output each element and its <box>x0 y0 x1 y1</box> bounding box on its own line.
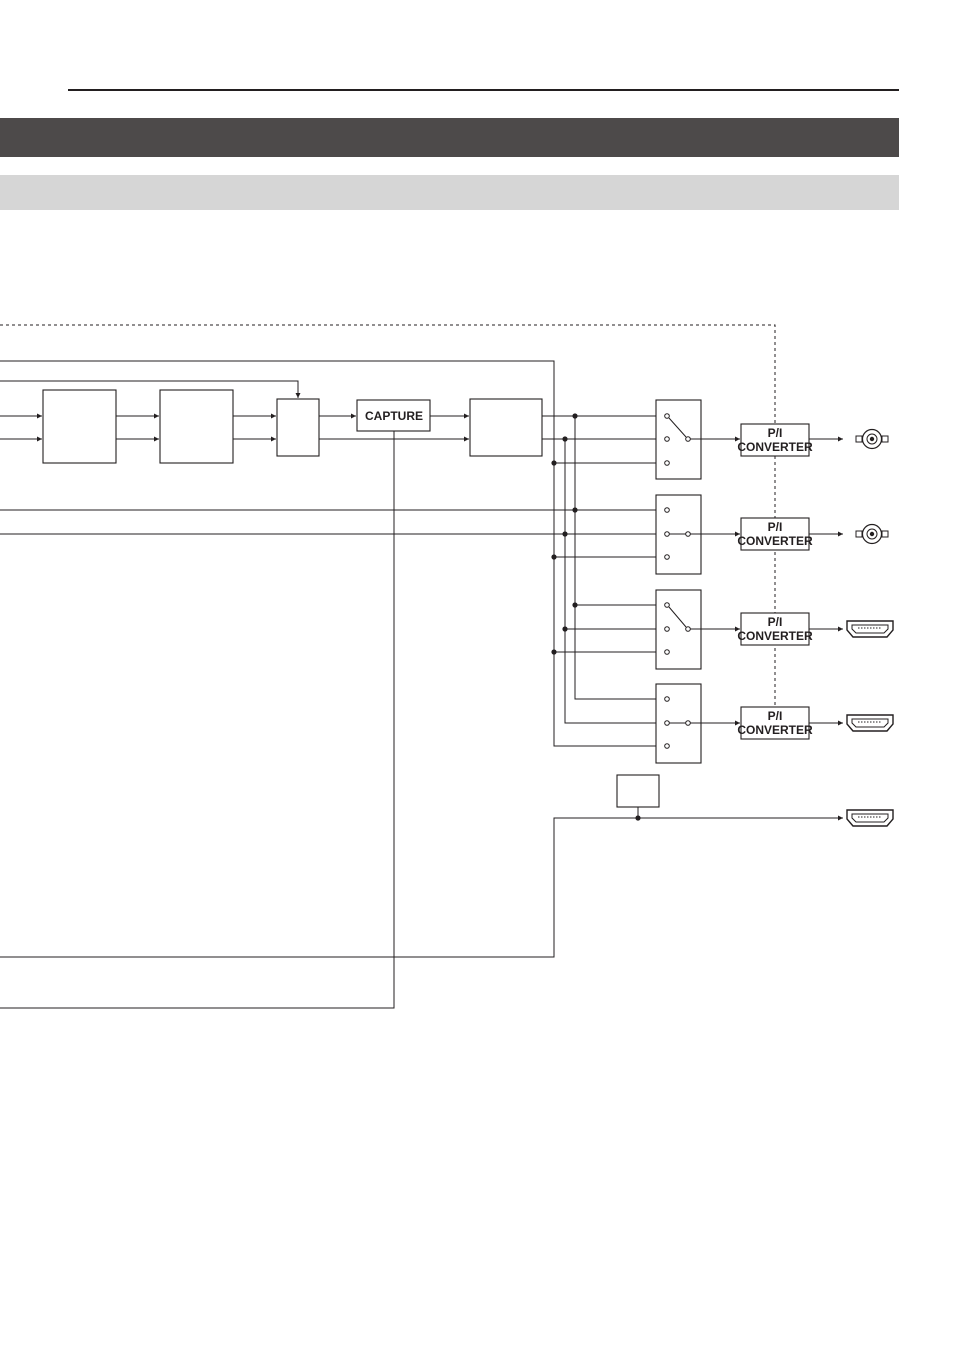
junction-dot <box>551 460 557 466</box>
bus-vertical-2 <box>564 439 665 724</box>
svg-text:P/I: P/I <box>768 615 783 629</box>
switch-1-contact <box>668 417 687 438</box>
capture-return-line <box>0 431 395 1009</box>
junction-dot <box>562 531 568 537</box>
capture-label: CAPTURE <box>365 409 423 423</box>
processing-block-2 <box>159 389 234 464</box>
junction-dot <box>551 649 557 655</box>
feedback-line <box>0 380 301 398</box>
pi-converter-3: P/I CONVERTER <box>737 612 813 646</box>
processing-block-1 <box>42 389 117 464</box>
subsection-title-bar <box>0 175 899 210</box>
section-title-bar <box>0 118 899 157</box>
junction-dot <box>562 626 568 632</box>
pi-converter-1: P/I CONVERTER <box>737 423 813 457</box>
junction-dot <box>572 507 578 513</box>
svg-text:CONVERTER: CONVERTER <box>737 723 813 737</box>
processing-block-4 <box>469 398 543 457</box>
switch-3-contact <box>668 606 687 628</box>
processing-block-3 <box>276 398 320 457</box>
pi-converter-2: P/I CONVERTER <box>737 517 813 551</box>
junction-dots <box>551 413 641 821</box>
hdmi-icon <box>846 714 894 732</box>
svg-text:P/I: P/I <box>768 426 783 440</box>
header-rule <box>68 89 899 91</box>
processing-block-5 <box>616 774 660 808</box>
bnc-icon <box>855 523 889 545</box>
junction-dot <box>572 413 578 419</box>
direct-output-line <box>0 815 843 958</box>
svg-text:CONVERTER: CONVERTER <box>737 629 813 643</box>
svg-text:CONVERTER: CONVERTER <box>737 534 813 548</box>
junction-dot <box>562 436 568 442</box>
hdmi-icon <box>846 809 894 827</box>
junction-dot <box>551 554 557 560</box>
svg-text:P/I: P/I <box>768 709 783 723</box>
dashed-boundary <box>0 324 776 720</box>
junction-dot <box>572 602 578 608</box>
pi-converter-4: P/I CONVERTER <box>737 706 813 740</box>
hdmi-icon <box>846 620 894 638</box>
bnc-icon <box>855 428 889 450</box>
svg-text:CONVERTER: CONVERTER <box>737 440 813 454</box>
switch-terminals <box>664 413 691 749</box>
top-loop-line <box>0 360 665 747</box>
svg-text:P/I: P/I <box>768 520 783 534</box>
